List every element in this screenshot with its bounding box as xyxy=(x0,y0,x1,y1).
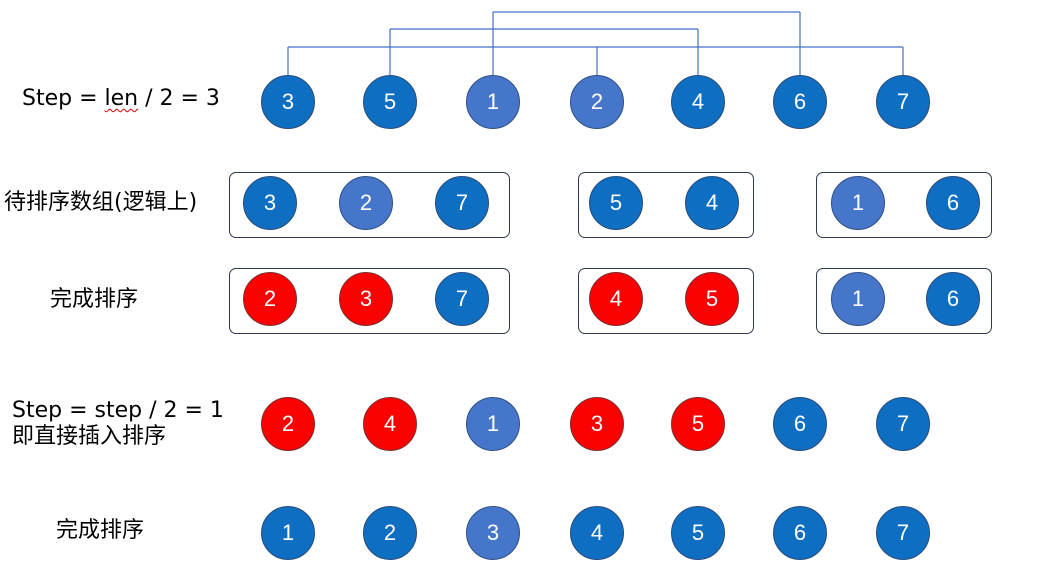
initial-node-2: 2 xyxy=(570,75,624,129)
groups-unsorted-node-6: 6 xyxy=(926,176,980,230)
groups-unsorted-node-3: 3 xyxy=(243,176,297,230)
groups-sorted-node-3: 3 xyxy=(339,272,393,326)
final-node-7: 7 xyxy=(876,506,930,560)
initial-node-6: 6 xyxy=(773,75,827,129)
step1-node-1: 1 xyxy=(466,397,520,451)
final-node-5: 5 xyxy=(671,506,725,560)
groups-sorted-node-1: 1 xyxy=(831,272,885,326)
initial-node-3: 3 xyxy=(261,75,315,129)
unsorted-groups-label: 待排序数组(逻辑上) xyxy=(4,190,198,215)
step1-node-2: 2 xyxy=(261,397,315,451)
groups-unsorted-box-2 xyxy=(578,172,754,238)
group-connector-3-2-7 xyxy=(287,46,904,75)
step1-node-3: 3 xyxy=(570,397,624,451)
groups-sorted-node-4: 4 xyxy=(589,272,643,326)
step1-node-5: 5 xyxy=(671,397,725,451)
step1-node-6: 6 xyxy=(773,397,827,451)
final-node-4: 4 xyxy=(570,506,624,560)
initial-node-5: 5 xyxy=(363,75,417,129)
group-connector-1-6 xyxy=(492,11,801,75)
step1-node-7: 7 xyxy=(876,397,930,451)
final-node-6: 6 xyxy=(773,506,827,560)
final-node-1: 1 xyxy=(261,506,315,560)
groups-unsorted-node-4: 4 xyxy=(685,176,739,230)
final-node-2: 2 xyxy=(363,506,417,560)
sorted-groups-label: 完成排序 xyxy=(50,287,139,312)
group-connector-5-4 xyxy=(389,28,699,75)
groups-sorted-box-1 xyxy=(229,268,510,334)
groups-sorted-node-5: 5 xyxy=(685,272,739,326)
initial-node-1: 1 xyxy=(466,75,520,129)
groups-sorted-box-3 xyxy=(816,268,992,334)
final-sorted-label: 完成排序 xyxy=(56,518,145,543)
groups-unsorted-box-1 xyxy=(229,172,510,238)
final-node-3: 3 xyxy=(466,506,520,560)
groups-unsorted-node-1: 1 xyxy=(831,176,885,230)
groups-unsorted-node-2: 2 xyxy=(339,176,393,230)
groups-unsorted-node-5: 5 xyxy=(589,176,643,230)
step-one-label: Step = step / 2 = 1 即直接插入排序 xyxy=(12,398,224,450)
groups-sorted-node-6: 6 xyxy=(926,272,980,326)
groups-unsorted-box-3 xyxy=(816,172,992,238)
initial-node-7: 7 xyxy=(876,75,930,129)
groups-sorted-node-2: 2 xyxy=(243,272,297,326)
groups-sorted-box-2 xyxy=(578,268,754,334)
step-len-label: Step = len / 2 = 3 xyxy=(22,86,220,111)
groups-sorted-node-7: 7 xyxy=(435,272,489,326)
step1-node-4: 4 xyxy=(363,397,417,451)
groups-unsorted-node-7: 7 xyxy=(435,176,489,230)
initial-node-4: 4 xyxy=(671,75,725,129)
